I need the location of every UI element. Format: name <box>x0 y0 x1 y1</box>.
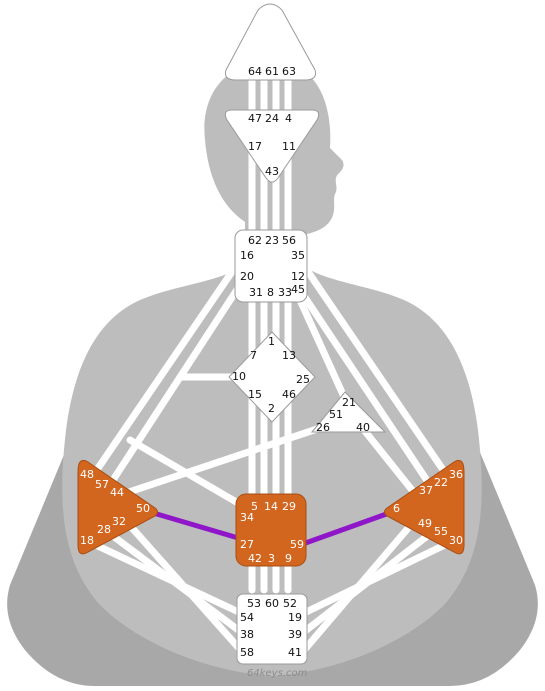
gate-64: 64 <box>248 65 262 78</box>
gate-24: 24 <box>265 112 279 125</box>
gate-51: 51 <box>329 408 343 421</box>
gate-31: 31 <box>249 286 263 299</box>
ajna-center <box>224 109 320 183</box>
gate-36: 36 <box>449 468 463 481</box>
gate-19: 19 <box>288 611 302 624</box>
gate-62: 62 <box>248 234 262 247</box>
channel <box>296 526 439 639</box>
gate-10: 10 <box>232 370 246 383</box>
gate-35: 35 <box>291 249 305 262</box>
gate-28: 28 <box>97 523 111 536</box>
gate-9: 9 <box>285 552 292 565</box>
channel <box>296 516 419 659</box>
gate-2: 2 <box>268 402 275 415</box>
channel <box>101 424 324 504</box>
gate-42: 42 <box>248 552 262 565</box>
gate-48: 48 <box>80 468 94 481</box>
gate-1: 1 <box>268 335 275 348</box>
gate-30: 30 <box>449 534 463 547</box>
channel <box>296 256 454 484</box>
gate-23: 23 <box>265 234 279 247</box>
heart-center <box>310 391 387 433</box>
throat-center <box>234 229 308 303</box>
head-center <box>225 3 316 81</box>
gate-57: 57 <box>95 478 109 491</box>
gate-29: 29 <box>282 500 296 513</box>
gate-56: 56 <box>282 234 296 247</box>
gate-39: 39 <box>288 628 302 641</box>
active-channel-59-6 <box>297 509 395 548</box>
active-channel-50-27 <box>147 509 248 543</box>
gate-18: 18 <box>80 534 94 547</box>
gate-47: 47 <box>248 112 262 125</box>
gate-38: 38 <box>240 628 254 641</box>
gate-34: 34 <box>240 511 254 524</box>
gate-15: 15 <box>248 388 262 401</box>
gate-8: 8 <box>267 286 274 299</box>
gate-60: 60 <box>265 597 279 610</box>
gate-13: 13 <box>282 349 296 362</box>
gate-32: 32 <box>112 515 126 528</box>
gate-25: 25 <box>296 373 310 386</box>
g-center <box>228 331 316 423</box>
gate-44: 44 <box>110 486 124 499</box>
watermark: 64keys.com <box>247 668 308 679</box>
gate-7: 7 <box>250 349 257 362</box>
gate-6: 6 <box>393 502 400 515</box>
channel <box>356 421 424 504</box>
gate-61: 61 <box>265 65 279 78</box>
gate-3: 3 <box>268 552 275 565</box>
channel <box>121 516 249 659</box>
gate-54: 54 <box>240 611 254 624</box>
gate-50: 50 <box>136 502 150 515</box>
gate-45: 45 <box>291 283 305 296</box>
gate-20: 20 <box>240 270 254 283</box>
gate-12: 12 <box>291 270 305 283</box>
gate-53: 53 <box>247 597 261 610</box>
gate-40: 40 <box>356 421 370 434</box>
gate-59: 59 <box>290 538 304 551</box>
gate-17: 17 <box>248 140 262 153</box>
gate-43: 43 <box>265 165 279 178</box>
channel <box>86 256 244 484</box>
channel <box>296 296 354 414</box>
gate-26: 26 <box>316 421 330 434</box>
gate-27: 27 <box>240 538 254 551</box>
solar-plexus-center <box>384 459 465 555</box>
gate-52: 52 <box>283 597 297 610</box>
gate-46: 46 <box>282 388 296 401</box>
channel <box>101 526 249 639</box>
gate-37: 37 <box>419 484 433 497</box>
gate-49: 49 <box>418 517 432 530</box>
gate-11: 11 <box>282 140 296 153</box>
gate-58: 58 <box>240 646 254 659</box>
gate-5: 5 <box>251 500 258 513</box>
gate-21: 21 <box>342 396 356 409</box>
gate-41: 41 <box>288 646 302 659</box>
gate-4: 4 <box>285 112 292 125</box>
gate-63: 63 <box>282 65 296 78</box>
gate-14: 14 <box>264 500 278 513</box>
gate-33: 33 <box>278 286 292 299</box>
channel <box>96 281 244 504</box>
root-center <box>236 593 308 665</box>
gate-16: 16 <box>240 249 254 262</box>
channel <box>296 286 444 504</box>
sacral-center <box>235 493 307 567</box>
gate-55: 55 <box>434 525 448 538</box>
gate-22: 22 <box>434 476 448 489</box>
spleen-center <box>77 459 158 555</box>
